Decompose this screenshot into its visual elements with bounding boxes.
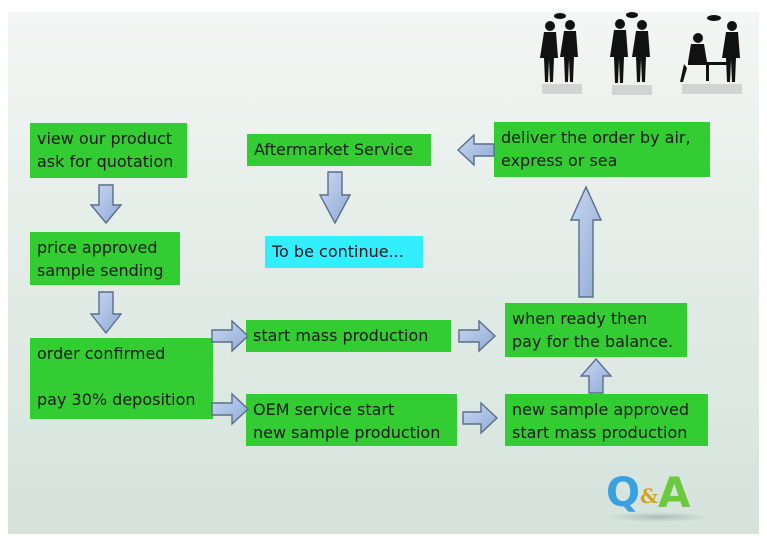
node-to-be-continue: To be continue...: [265, 236, 423, 268]
node-text: view our product: [37, 129, 173, 148]
node-order-confirmed: order confirmed pay 30% deposition: [30, 338, 213, 419]
business-people-silhouettes-icon: [540, 12, 742, 95]
node-text: OEM service start: [253, 400, 395, 419]
logo-ampersand: &: [640, 484, 659, 508]
node-oem-service: OEM service start new sample production: [246, 394, 457, 446]
logo-letter-q: Q: [606, 470, 641, 516]
diagram-canvas: view our product ask for quotation price…: [8, 12, 759, 534]
arrow-up-icon: [579, 357, 613, 394]
node-text: start mass production: [253, 326, 429, 345]
node-text: pay for the balance.: [512, 332, 674, 351]
arrow-down-icon: [89, 291, 123, 335]
logo-letter-a: A: [658, 468, 691, 517]
arrow-down-icon: [89, 184, 123, 225]
node-text: express or sea: [501, 151, 618, 170]
arrow-down-icon: [318, 171, 352, 225]
node-text: price approved: [37, 238, 158, 257]
node-text: sample sending: [37, 261, 164, 280]
node-new-sample-approved: new sample approved start mass productio…: [505, 394, 708, 446]
node-text: new sample production: [253, 423, 441, 442]
node-text: new sample approved: [512, 400, 690, 419]
node-start-mass-production: start mass production: [246, 320, 451, 352]
node-text: start mass production: [512, 423, 688, 442]
arrow-right-icon: [211, 319, 250, 353]
arrow-right-icon: [458, 319, 497, 353]
node-text: pay 30% deposition: [37, 390, 196, 409]
node-aftermarket-service: Aftermarket Service: [247, 134, 431, 166]
node-ready-pay-balance: when ready then pay for the balance.: [505, 303, 687, 357]
flow-arrows: [89, 133, 613, 435]
node-text: ask for quotation: [37, 152, 174, 171]
node-text: Aftermarket Service: [254, 140, 414, 159]
node-text: order confirmed: [37, 344, 166, 363]
node-view-product: view our product ask for quotation: [30, 123, 187, 178]
node-text: To be continue...: [272, 242, 404, 261]
logo-shadow: [606, 512, 711, 522]
arrow-up-icon: [569, 185, 603, 298]
node-price-approved: price approved sample sending: [30, 232, 180, 285]
arrow-right-icon: [462, 401, 499, 435]
node-text: deliver the order by air,: [501, 128, 691, 147]
arrow-right-icon: [211, 392, 250, 426]
arrow-left-icon: [456, 133, 495, 167]
qa-logo-icon: Q & A: [606, 468, 716, 522]
node-text: when ready then: [512, 309, 648, 328]
node-deliver-order: deliver the order by air, express or sea: [494, 122, 710, 177]
